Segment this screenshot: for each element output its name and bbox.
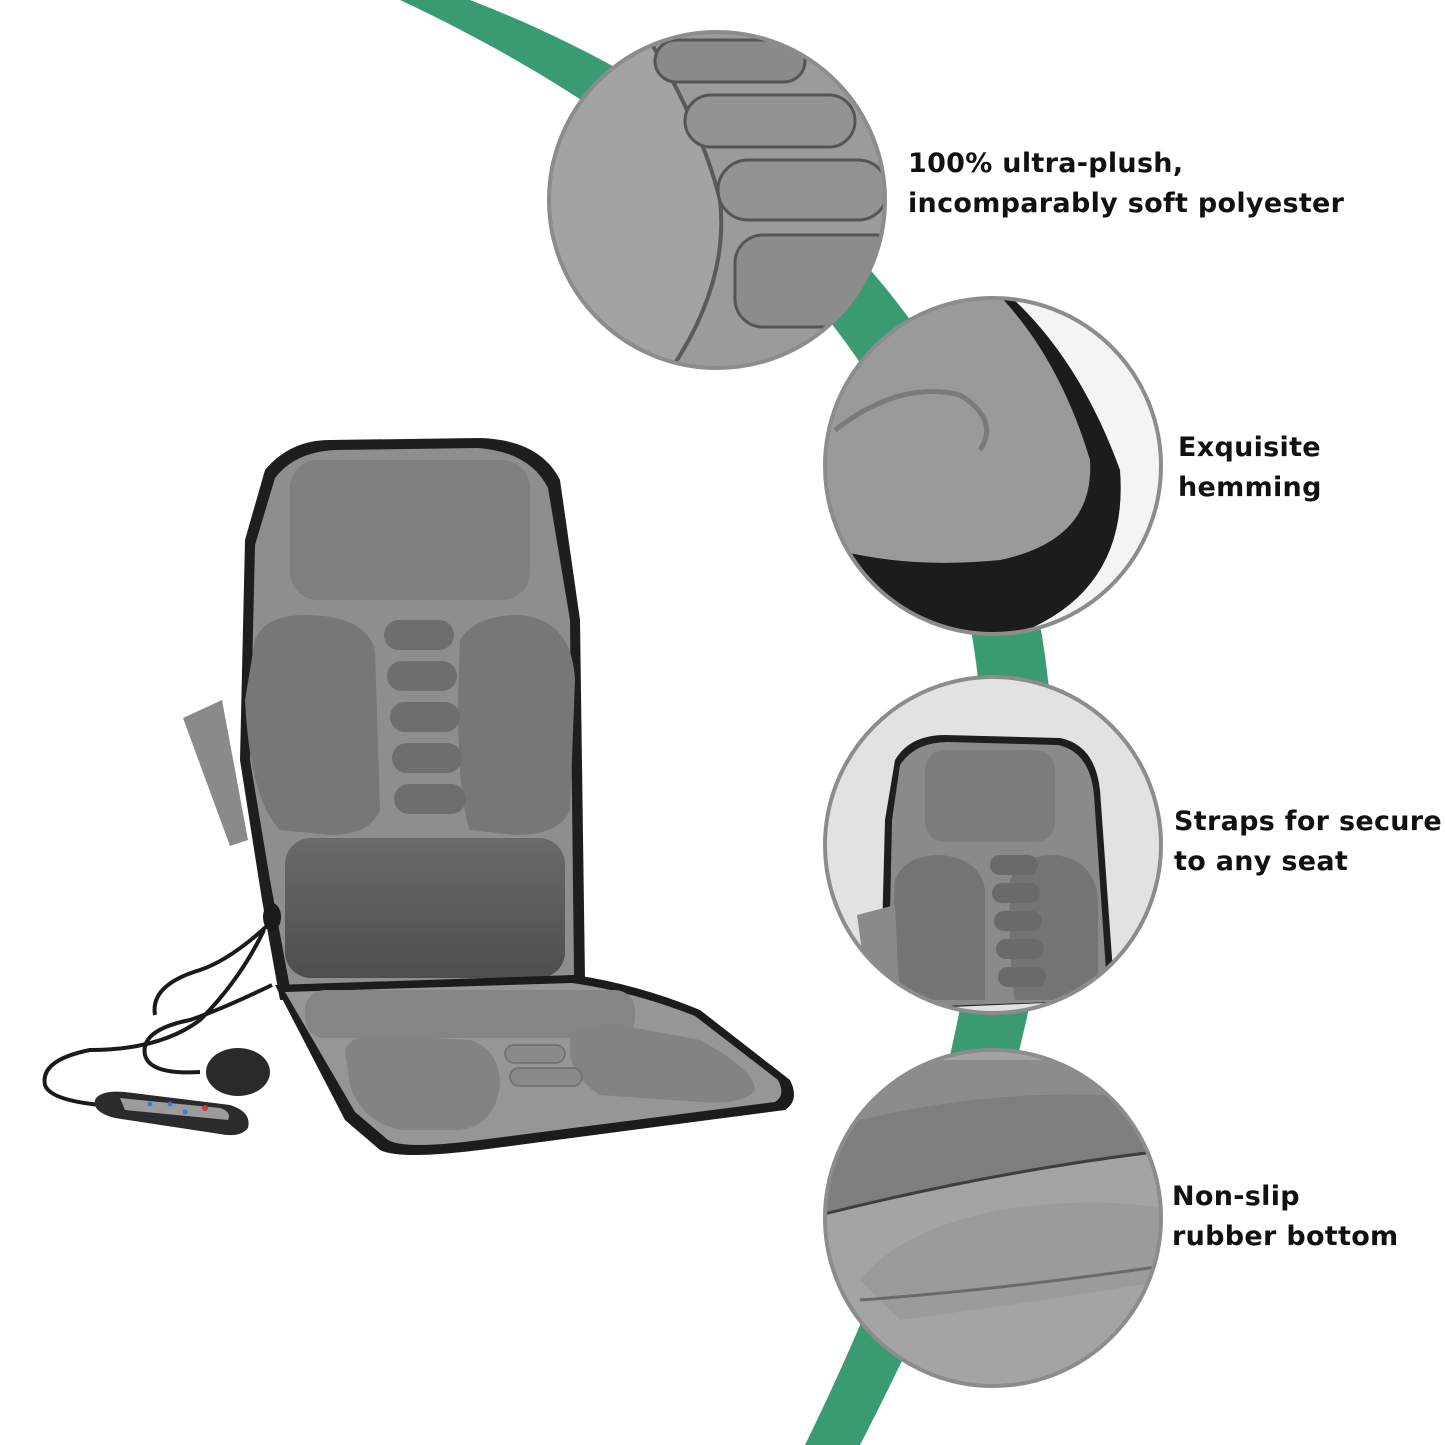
feature-circle-border: [823, 675, 1163, 1015]
controller-cable: [152, 923, 270, 1016]
air-bulb-cable: [142, 983, 273, 1075]
product-image-seat-cushion: [42, 438, 794, 1155]
feature-label-line: Straps for secure: [1174, 806, 1443, 837]
feature-image-straps: [823, 675, 1163, 1015]
remote-button-blue-3: [147, 1101, 153, 1107]
feature-label-line: 100% ultra-plush,: [908, 148, 1184, 179]
lumbar-pad: [285, 838, 565, 978]
feature-circle-border: [823, 296, 1163, 636]
feature-label-hemming: Exquisite hemming: [1178, 428, 1322, 508]
seat-thigh-bolster: [305, 990, 635, 1038]
seat-groove-2: [509, 1067, 583, 1087]
spine-node-3: [390, 702, 460, 732]
feature-label-line: hemming: [1178, 472, 1322, 503]
feature-image-fabric: [547, 30, 887, 370]
side-strap: [183, 700, 248, 846]
feature-circle-border: [823, 1048, 1163, 1388]
hand-remote-panel: [120, 1098, 229, 1120]
spine-node-5: [394, 784, 466, 814]
cable-connector: [263, 903, 281, 931]
feature-image-hemming: [823, 296, 1163, 636]
feature-circle-border: [547, 30, 887, 370]
shoulder-pad-left: [245, 615, 380, 835]
seat-pad-left: [345, 1035, 500, 1130]
spine-node-2: [387, 661, 457, 691]
feature-label-nonslip: Non-slip rubber bottom: [1172, 1177, 1399, 1257]
remote-button-blue-1: [167, 1101, 173, 1107]
remote-button-blue-2: [182, 1109, 188, 1115]
feature-label-fabric: 100% ultra-plush, incomparably soft poly…: [908, 144, 1344, 224]
headrest-pad: [290, 460, 530, 600]
seat-pad-right: [570, 1025, 755, 1103]
feature-label-line: to any seat: [1174, 846, 1349, 877]
spine-node-1: [384, 620, 454, 650]
feature-image-nonslip: [823, 1048, 1163, 1388]
feature-label-straps: Straps for secure to any seat: [1174, 802, 1442, 882]
air-bulb: [206, 1048, 270, 1096]
feature-label-line: Non-slip: [1172, 1181, 1300, 1212]
seat-groove-1: [504, 1044, 566, 1064]
feature-label-line: incomparably soft polyester: [908, 188, 1345, 219]
remote-button-red: [202, 1105, 208, 1111]
remote-cable: [42, 929, 266, 1107]
spine-node-4: [392, 743, 462, 773]
feature-label-line: Exquisite: [1178, 432, 1321, 463]
shoulder-pad-right: [458, 615, 575, 835]
feature-label-line: rubber bottom: [1172, 1221, 1399, 1252]
